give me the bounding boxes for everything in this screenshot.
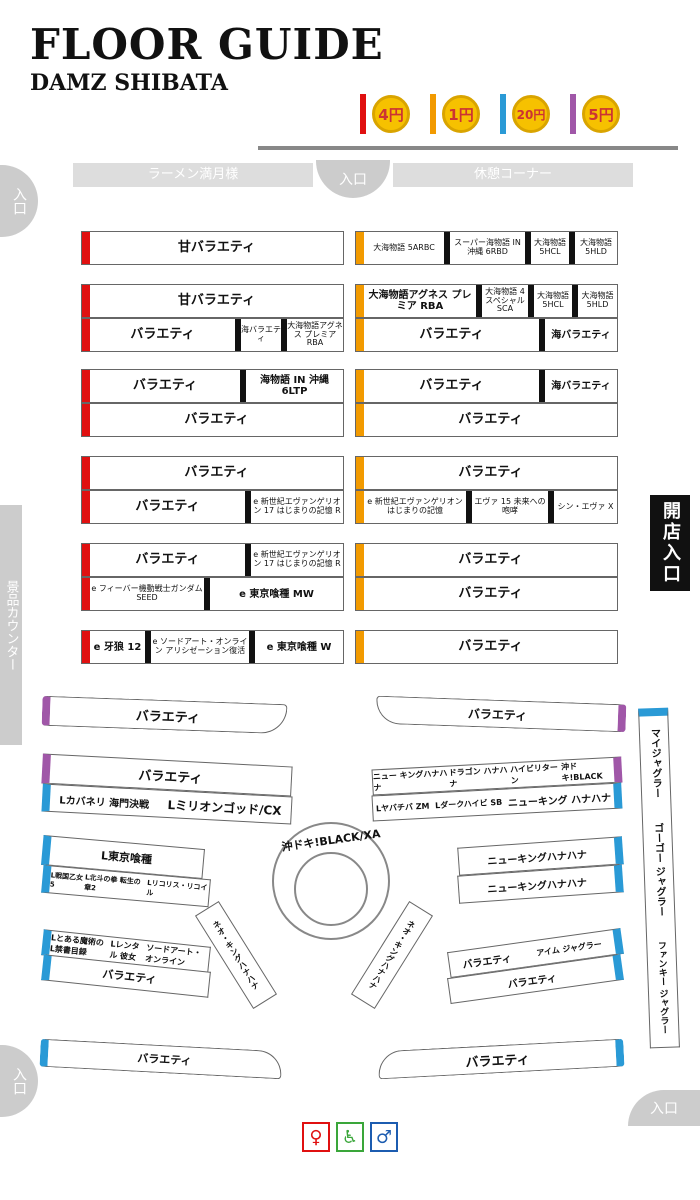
- machine-row[interactable]: バラエティ 海物語 IN 沖縄 6LTP: [81, 369, 344, 403]
- machine-row[interactable]: 甘バラエティ: [81, 284, 344, 318]
- rest-corner: 休憩コーナー: [393, 163, 633, 187]
- center-round-island[interactable]: 沖ドキ!BLACK/XA: [272, 822, 390, 940]
- open-entrance[interactable]: 開店入口: [650, 495, 690, 591]
- machine-row[interactable]: 甘バラエティ: [81, 231, 344, 265]
- page-subtitle: DAMZ SHIBATA: [30, 70, 228, 96]
- slot-island-a1[interactable]: バラエティ: [41, 695, 288, 735]
- machine-row[interactable]: 大海物語アグネス プレミア RBA 大海物語 4 スペシャル SCA 大海物語 …: [355, 284, 618, 318]
- bottom-right-entrance[interactable]: 入口: [628, 1090, 700, 1126]
- machine-row[interactable]: e フィーバー機動戦士ガンダム SEED e 東京喰種 MW: [81, 577, 344, 611]
- machine-row[interactable]: バラエティ: [355, 456, 618, 490]
- machine-row[interactable]: バラエティ 海バラエティ: [355, 369, 618, 403]
- left-top-entrance[interactable]: 入口: [0, 165, 38, 237]
- bottom-left-entrance[interactable]: 入口: [0, 1045, 38, 1117]
- machine-row[interactable]: バラエティ: [355, 577, 618, 611]
- page-title: FLOOR GUIDE: [30, 20, 384, 69]
- juggler-island[interactable]: マイジャグラー ゴーゴー ジャグラー ファンキー ジャグラー: [638, 707, 680, 1049]
- prize-counter: 景品カウンター: [0, 505, 22, 745]
- woman-icon: ♀: [302, 1122, 330, 1152]
- machine-row[interactable]: バラエティ e 新世紀エヴァンゲリオン 17 はじまりの記憶 R: [81, 490, 344, 524]
- machine-row[interactable]: バラエティ: [355, 630, 618, 664]
- machine-row[interactable]: バラエティ e 新世紀エヴァンゲリオン 17 はじまりの記憶 R: [81, 543, 344, 577]
- coin-4yen-icon: 4円: [372, 95, 410, 133]
- coin-20yen-icon: 20円: [512, 95, 550, 133]
- ramen-shop: ラーメン満月様: [73, 163, 313, 187]
- slot-island-i1[interactable]: バラエティ: [39, 1038, 283, 1080]
- machine-row[interactable]: 大海物語 5ARBC スーパー海物語 IN 沖縄 6RBD 大海物語 5HCL …: [355, 231, 618, 265]
- header-divider: [258, 146, 678, 150]
- machine-row[interactable]: バラエティ 海バラエティ 大海物語アグネス プレミア RBA: [81, 318, 344, 352]
- legend-5yen: 5円: [570, 92, 620, 136]
- machine-row[interactable]: バラエティ: [81, 456, 344, 490]
- legend-20yen: 20円: [500, 92, 550, 136]
- machine-row[interactable]: e 新世紀エヴァンゲリオン はじまりの記憶 エヴァ 15 未来への咆哮 シン・エ…: [355, 490, 618, 524]
- machine-row[interactable]: e 牙狼 12 e ソードアート・オンライン アリシゼーション復活 e 東京喰種…: [81, 630, 344, 664]
- coin-1yen-icon: 1円: [442, 95, 480, 133]
- legend-1yen: 1円: [430, 92, 480, 136]
- machine-row[interactable]: バラエティ: [355, 543, 618, 577]
- legend-4yen: 4円: [360, 92, 410, 136]
- slot-island-a2[interactable]: バラエティ: [375, 695, 627, 733]
- wheelchair-icon: ♿: [336, 1122, 364, 1152]
- machine-row[interactable]: バラエティ 海バラエティ: [355, 318, 618, 352]
- coin-5yen-icon: 5円: [582, 95, 620, 133]
- machine-row[interactable]: バラエティ: [81, 403, 344, 437]
- man-icon: ♂: [370, 1122, 398, 1152]
- machine-row[interactable]: バラエティ: [355, 403, 618, 437]
- slot-island-i2[interactable]: バラエティ: [377, 1038, 625, 1080]
- top-entrance[interactable]: 入口: [316, 160, 390, 198]
